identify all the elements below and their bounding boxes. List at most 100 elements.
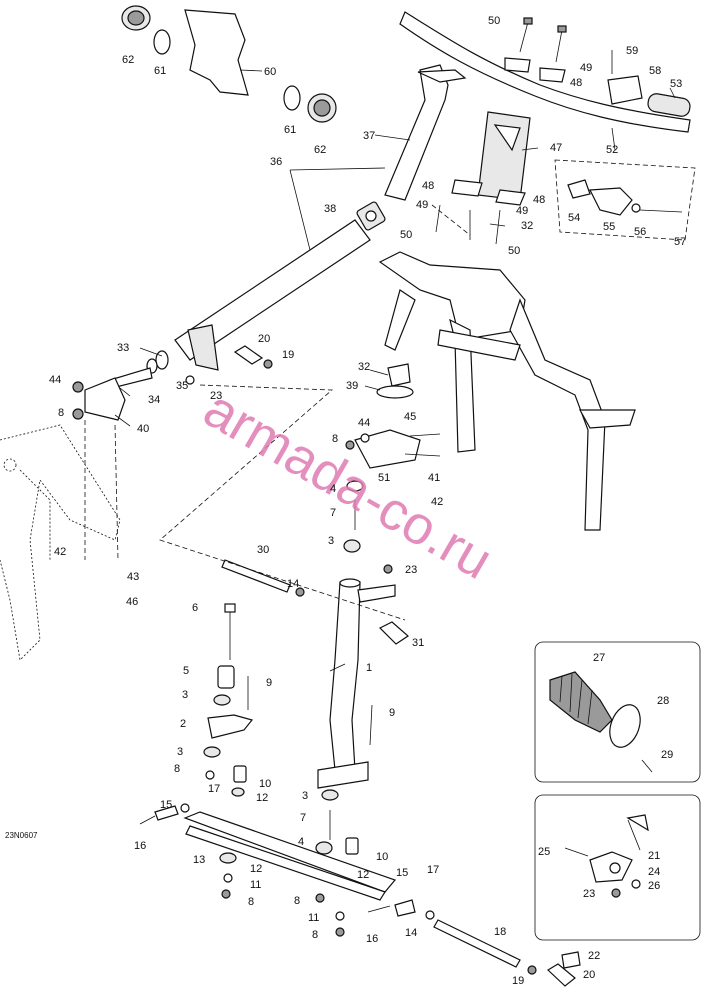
- callout-50-left: 50: [400, 229, 412, 241]
- frame-illustration: [378, 251, 636, 531]
- callout-38: 38: [324, 203, 336, 215]
- callout-44-left: 44: [49, 374, 61, 386]
- spacer-5-illustration: [217, 665, 235, 689]
- callout-11-right: 11: [308, 912, 319, 924]
- bracket-54-illustration: [567, 179, 591, 199]
- callout-30: 30: [257, 544, 269, 556]
- callout-2: 2: [180, 718, 186, 730]
- ski-leg-13-illustration: [183, 811, 397, 893]
- callout-45: 45: [404, 411, 416, 423]
- callout-3-left-upper: 3: [182, 689, 188, 701]
- bracket-51-illustration: [354, 429, 421, 469]
- callout-52: 52: [606, 144, 618, 156]
- callout-3-upper: 3: [328, 535, 334, 547]
- support-bracket-40-illustration: [84, 377, 126, 421]
- callout-58: 58: [649, 65, 661, 77]
- bushing-4-upper-illustration: [346, 480, 364, 492]
- callout-10-lower: 10: [376, 851, 388, 863]
- callout-43: 43: [127, 571, 139, 583]
- ring-28-illustration: [609, 704, 641, 748]
- callout-48-left: 48: [422, 180, 434, 192]
- leader-lines: [114, 69, 676, 672]
- callout-3-lower: 3: [302, 790, 308, 802]
- callout-51: 51: [378, 472, 390, 484]
- callout-49-right: 49: [516, 205, 528, 217]
- callout-36: 36: [270, 156, 282, 168]
- callout-1: 1: [366, 662, 372, 674]
- callout-15-left: 15: [160, 799, 172, 811]
- callout-37: 37: [363, 130, 375, 142]
- callout-57: 57: [674, 236, 686, 248]
- callout-19-lower: 19: [512, 975, 524, 987]
- callout-6: 6: [192, 602, 198, 614]
- callout-4-upper: 4: [330, 483, 336, 495]
- callout-60: 60: [264, 66, 276, 78]
- callout-7-upper: 7: [330, 507, 336, 519]
- callout-8-left: 8: [58, 407, 64, 419]
- callout-31: 31: [412, 637, 424, 649]
- left-frame-dotted-illustration: [0, 424, 121, 661]
- callout-61-bottom: 61: [284, 124, 296, 136]
- callout-41: 41: [428, 472, 440, 484]
- callout-8-lower-right: 8: [312, 929, 318, 941]
- callout-8-lower-left2: 8: [248, 896, 254, 908]
- callout-14-lower: 14: [405, 927, 417, 939]
- callout-48-right: 48: [533, 194, 545, 206]
- callout-9-left: 9: [266, 677, 272, 689]
- callout-11-left: 11: [250, 879, 261, 891]
- watermark-text: armada-co.ru: [194, 378, 502, 591]
- callout-17-left: 17: [208, 783, 220, 795]
- grip-53-illustration: [647, 93, 691, 117]
- boot-27-illustration: [549, 671, 613, 733]
- callout-28: 28: [657, 695, 669, 707]
- handlebar-clamp-55-illustration: [589, 187, 633, 216]
- callout-23-inset: 23: [583, 888, 595, 900]
- callout-40: 40: [137, 423, 149, 435]
- callout-25: 25: [538, 846, 550, 858]
- callout-62-bottom: 62: [314, 144, 326, 156]
- callout-8-lower-left: 8: [174, 763, 180, 775]
- tie-rod-end-20-lower-illustration: [547, 963, 576, 987]
- callout-8-bracket: 8: [332, 433, 338, 445]
- callout-7-lower: 7: [300, 812, 306, 824]
- callout-35: 35: [176, 380, 188, 392]
- bushing-10-upper-illustration: [233, 765, 247, 783]
- bolts-50-top-illustration: [519, 17, 567, 63]
- callout-34: 34: [148, 394, 160, 406]
- callout-16-right: 16: [366, 933, 378, 945]
- callout-49-left: 49: [416, 199, 428, 211]
- callout-16-left: 16: [134, 840, 146, 852]
- handlebar-52-illustration: [399, 11, 691, 133]
- callout-39: 39: [346, 380, 358, 392]
- callout-12-lower: 12: [357, 869, 369, 881]
- inset-boot-frame: [534, 641, 701, 783]
- callout-56: 56: [634, 226, 646, 238]
- callout-32-upper: 32: [521, 220, 533, 232]
- clamp-58-illustration: [607, 75, 643, 105]
- callout-59: 59: [626, 45, 638, 57]
- callout-21: 21: [648, 850, 660, 862]
- callout-9-right: 9: [389, 707, 395, 719]
- tie-rod-end-31-illustration: [378, 621, 409, 645]
- o-ring-61-top-illustration: [153, 29, 171, 55]
- seal-62-top-illustration: [121, 5, 151, 31]
- riser-post-37-illustration: [384, 64, 449, 201]
- callout-48-top: 48: [570, 77, 582, 89]
- callout-49-top: 49: [580, 62, 592, 74]
- callout-8-lower-middle: 8: [294, 895, 300, 907]
- cover-plate-60-illustration: [184, 9, 249, 96]
- tie-rod-30-illustration: [221, 559, 291, 593]
- callout-15-right: 15: [396, 867, 408, 879]
- callout-42-right: 42: [431, 496, 443, 508]
- callout-23-upper: 23: [210, 390, 222, 402]
- callout-10-upper: 10: [259, 778, 271, 790]
- callout-53: 53: [670, 78, 682, 90]
- callout-23-right: 23: [405, 564, 417, 576]
- callout-3-left-lower: 3: [177, 746, 183, 758]
- diagram-code: 23N0607: [5, 831, 38, 840]
- callout-24: 24: [648, 866, 660, 878]
- callout-22: 22: [588, 950, 600, 962]
- steering-arm-2-illustration: [207, 714, 254, 739]
- callout-12-middle: 12: [250, 863, 262, 875]
